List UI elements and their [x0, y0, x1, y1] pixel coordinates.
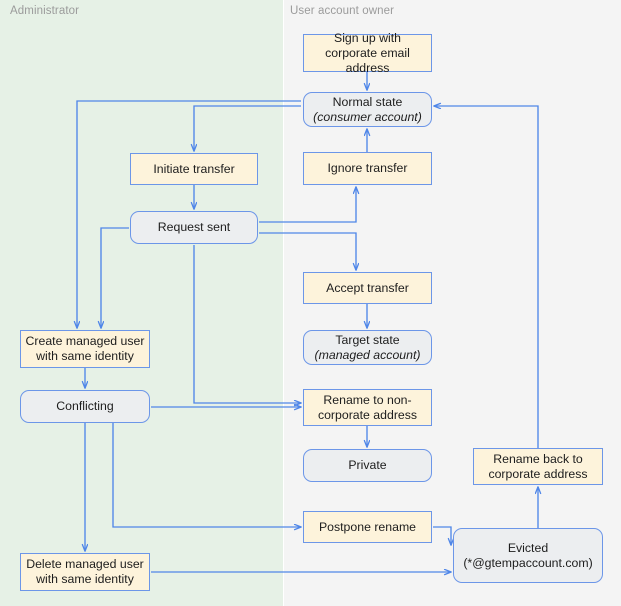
node-accept-transfer[interactable]: Accept transfer: [303, 272, 432, 304]
node-private[interactable]: Private: [303, 449, 432, 482]
node-sign-up-with-corporate-email-address[interactable]: Sign up with corporate email address: [303, 31, 432, 75]
node-label: Accept transfer: [326, 280, 409, 295]
node-label: Delete managed user with same identity: [26, 557, 144, 586]
node-label: Target state: [335, 332, 400, 347]
node-request-sent[interactable]: Request sent: [130, 211, 258, 244]
node-sublabel: (*@gtempaccount.com): [463, 555, 593, 570]
node-label: Private: [348, 458, 387, 472]
node-delete-managed-user-with-same-identity[interactable]: Delete managed user with same identity: [20, 553, 150, 591]
node-label: Ignore transfer: [327, 161, 408, 175]
node-label: Rename to non-corporate address: [317, 392, 418, 422]
node-label: Create managed user with same identity: [25, 334, 145, 363]
node-rename-to-non-corporate-address[interactable]: Rename to non-corporate address: [303, 389, 432, 426]
node-sublabel: (managed account): [314, 347, 421, 362]
node-label: Sign up with corporate email address: [325, 30, 410, 75]
node-rename-back-to-corporate-address[interactable]: Rename back to corporate address: [473, 448, 603, 485]
node-label: Initiate transfer: [153, 161, 235, 176]
node-label: Conflicting: [56, 399, 114, 413]
node-label: Postpone rename: [318, 519, 417, 534]
node-label: Rename back to corporate address: [488, 451, 588, 481]
node-postpone-rename[interactable]: Postpone rename: [303, 511, 432, 543]
node-conflicting[interactable]: Conflicting: [20, 390, 150, 423]
node-normal-state[interactable]: Normal state (consumer account): [303, 92, 432, 127]
node-initiate-transfer[interactable]: Initiate transfer: [130, 153, 258, 185]
node-target-state[interactable]: Target state (managed account): [303, 330, 432, 365]
node-evicted[interactable]: Evicted (*@gtempaccount.com): [453, 528, 603, 583]
lane-title-administrator: Administrator: [10, 5, 80, 17]
node-label: Normal state: [332, 94, 403, 109]
node-sublabel: (consumer account): [313, 109, 422, 124]
node-label: Request sent: [157, 220, 231, 234]
node-label: Evicted: [507, 540, 549, 555]
lane-title-user-account-owner: User account owner: [290, 5, 395, 17]
node-ignore-transfer[interactable]: Ignore transfer: [303, 152, 432, 185]
node-create-managed-user-with-same-identity[interactable]: Create managed user with same identity: [20, 330, 150, 368]
